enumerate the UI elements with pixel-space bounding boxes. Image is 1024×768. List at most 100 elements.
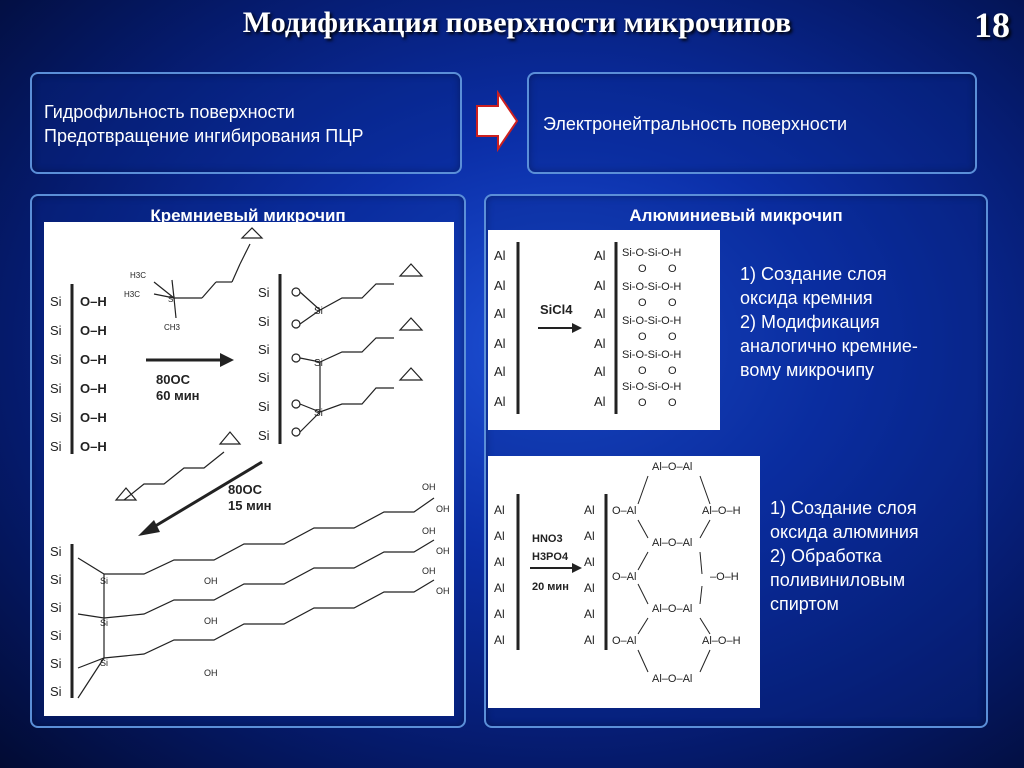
svg-text:O: O: [668, 297, 677, 309]
svg-text:O–Al: O–Al: [612, 635, 636, 647]
svg-text:Al: Al: [494, 394, 506, 409]
svg-text:CH3: CH3: [164, 323, 181, 332]
svg-text:Si: Si: [314, 306, 323, 317]
svg-text:Si: Si: [100, 576, 108, 586]
svg-text:Al: Al: [494, 607, 505, 621]
svg-text:Si-O-Si-O-H: Si-O-Si-O-H: [622, 381, 681, 393]
svg-text:OH: OH: [204, 668, 218, 678]
svg-text:Al: Al: [494, 633, 505, 647]
svg-text:O: O: [638, 365, 647, 377]
svg-text:OH: OH: [204, 616, 218, 626]
svg-text:–O–H: –O–H: [710, 571, 739, 583]
svg-text:O–Al: O–Al: [612, 571, 636, 583]
svg-text:Si: Si: [50, 439, 62, 454]
svg-text:Al–O–H: Al–O–H: [702, 635, 741, 647]
svg-text:Al: Al: [584, 555, 595, 569]
svg-text:Al: Al: [594, 306, 606, 321]
svg-text:Si: Si: [314, 358, 323, 369]
svg-text:OH: OH: [422, 566, 436, 576]
svg-text:Si: Si: [258, 428, 270, 443]
right-arrow-icon: [476, 90, 519, 152]
svg-text:Al: Al: [584, 633, 595, 647]
svg-text:Si: Si: [50, 600, 62, 615]
svg-text:Si: Si: [50, 381, 62, 396]
goal-box-hydrophilic: Гидрофильность поверхности Предотвращени…: [30, 72, 462, 174]
svg-text:H3C: H3C: [124, 290, 140, 299]
sicl4-reagent: SiCl4: [540, 302, 573, 317]
svg-text:OH: OH: [436, 546, 450, 556]
step2-time: 15 мин: [228, 498, 272, 513]
svg-text:Si: Si: [258, 314, 270, 329]
svg-text:OH: OH: [204, 576, 218, 586]
svg-text:Si-O-Si-O-H: Si-O-Si-O-H: [622, 281, 681, 293]
svg-text:Si: Si: [314, 408, 323, 419]
goal-right-text: Электронейтральность поверхности: [543, 114, 848, 134]
svg-text:Si: Si: [100, 658, 108, 668]
step2-temp: 80ОC: [228, 482, 263, 497]
svg-text:Al: Al: [494, 529, 505, 543]
hno3-reagent: HNO3: [532, 533, 563, 545]
svg-text:O: O: [638, 397, 647, 409]
svg-text:Al: Al: [494, 364, 506, 379]
svg-text:Si: Si: [258, 399, 270, 414]
svg-text:Si-O-Si-O-H: Si-O-Si-O-H: [622, 349, 681, 361]
svg-text:O: O: [668, 263, 677, 275]
svg-text:Al–O–Al: Al–O–Al: [652, 603, 692, 615]
svg-text:Si: Si: [100, 618, 108, 628]
svg-text:Al: Al: [494, 336, 506, 351]
svg-text:Si: Si: [50, 572, 62, 587]
slide-number: 18: [974, 5, 1010, 45]
silicon-panel-title: Кремниевый микрочип: [150, 206, 346, 225]
svg-text:Al: Al: [594, 248, 606, 263]
svg-text:O–H: O–H: [80, 410, 107, 425]
svg-text:Si: Si: [50, 410, 62, 425]
svg-text:Al: Al: [594, 278, 606, 293]
svg-text:Si: Si: [50, 294, 62, 309]
svg-text:Si: Si: [50, 352, 62, 367]
svg-text:Al–O–Al: Al–O–Al: [652, 537, 692, 549]
sio2-description: 1) Создание слоя оксида кремния 2) Модиф…: [740, 264, 918, 380]
svg-text:Si: Si: [50, 628, 62, 643]
svg-text:Si: Si: [50, 684, 62, 699]
svg-text:Al: Al: [494, 248, 506, 263]
svg-text:OH: OH: [436, 586, 450, 596]
goal-line-1: Гидрофильность поверхности: [44, 102, 295, 122]
svg-text:OH: OH: [422, 526, 436, 536]
svg-text:Si: Si: [50, 323, 62, 338]
svg-text:O: O: [638, 263, 647, 275]
svg-text:Al: Al: [594, 394, 606, 409]
svg-text:Si: Si: [50, 544, 62, 559]
svg-text:Al: Al: [584, 607, 595, 621]
al2o3-description: 1) Создание слоя оксида алюминия 2) Обра…: [770, 498, 919, 614]
svg-text:Si-O-Si-O-H: Si-O-Si-O-H: [622, 315, 681, 327]
svg-text:Si: Si: [258, 285, 270, 300]
svg-text:Al: Al: [494, 278, 506, 293]
svg-text:Al–O–Al: Al–O–Al: [652, 673, 692, 685]
svg-text:Si-O-Si-O-H: Si-O-Si-O-H: [622, 247, 681, 259]
h3po4-reagent: H3PO4: [532, 551, 569, 563]
goal-box-neutral: Электронейтральность поверхности: [527, 72, 977, 174]
svg-text:Si: Si: [258, 370, 270, 385]
slide-title: Модификация поверхности микрочипов: [242, 6, 792, 39]
etch-time: 20 мин: [532, 581, 569, 593]
svg-text:Al: Al: [584, 529, 595, 543]
svg-text:Al: Al: [594, 364, 606, 379]
step1-time: 60 мин: [156, 388, 200, 403]
svg-text:Al: Al: [584, 581, 595, 595]
svg-text:O–H: O–H: [80, 294, 107, 309]
svg-text:OH: OH: [422, 482, 436, 492]
svg-text:Al: Al: [594, 336, 606, 351]
svg-text:Al: Al: [494, 581, 505, 595]
svg-text:O–H: O–H: [80, 439, 107, 454]
svg-text:O–H: O–H: [80, 323, 107, 338]
goal-line-2: Предотвращение ингибирования ПЦР: [44, 126, 364, 146]
svg-text:Si: Si: [50, 656, 62, 671]
svg-text:Al: Al: [494, 503, 505, 517]
svg-text:Al: Al: [494, 306, 506, 321]
svg-text:O: O: [638, 331, 647, 343]
svg-text:O: O: [668, 397, 677, 409]
step1-temp: 80ОC: [156, 372, 191, 387]
